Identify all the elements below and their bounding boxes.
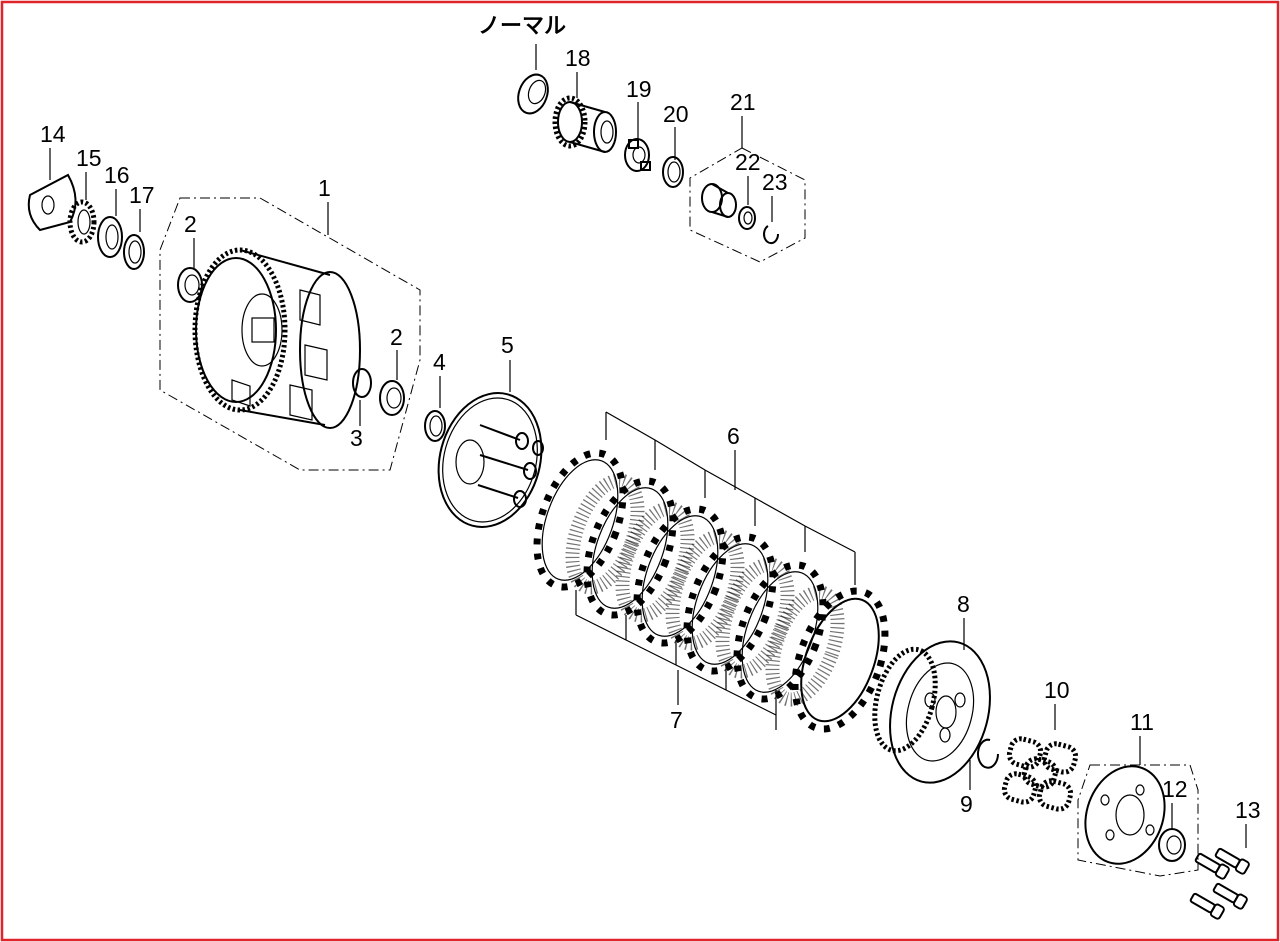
part-label-2b: 2 xyxy=(390,324,403,350)
part-label-10: 10 xyxy=(1044,677,1070,703)
part-label-14: 14 xyxy=(40,121,66,147)
part-18-gear xyxy=(552,95,617,153)
part-8-pressure-plate xyxy=(872,640,991,784)
part-1-clutch-housing xyxy=(192,247,361,429)
part-label-4: 4 xyxy=(433,349,446,375)
part-label-12: 12 xyxy=(1162,776,1188,802)
part-label-20: 20 xyxy=(663,101,689,127)
part-11-lifter-plate xyxy=(1084,765,1166,865)
part-label-21: 21 xyxy=(730,89,756,115)
part-9-circlip xyxy=(977,738,999,769)
part-3-collar xyxy=(352,368,372,398)
part-label-8: 8 xyxy=(957,591,970,617)
part-label-23: 23 xyxy=(762,169,788,195)
part-5-clutch-hub xyxy=(437,392,544,528)
part-22-collar xyxy=(738,206,756,230)
part-note-bearing xyxy=(517,73,549,115)
part-19-lock-washer xyxy=(624,138,651,172)
part-7-steel-plates xyxy=(565,473,845,707)
part-23-circlip xyxy=(763,225,780,245)
part-15-needle-bearing xyxy=(67,199,97,245)
part-label-18: 18 xyxy=(565,45,591,71)
part-21-assembly xyxy=(701,183,737,218)
part-label-3: 3 xyxy=(350,425,363,451)
part-label-16: 16 xyxy=(104,162,130,188)
part-label-22: 22 xyxy=(735,149,761,175)
part-20-washer xyxy=(662,156,684,188)
part-label-5: 5 xyxy=(501,332,514,358)
part-label-9: 9 xyxy=(960,791,973,817)
part-13-bolts xyxy=(1189,847,1250,920)
part-label-7: 7 xyxy=(670,707,683,733)
part-label-17: 17 xyxy=(129,182,155,208)
part-label-6: 6 xyxy=(727,423,740,449)
bracket-7 xyxy=(575,590,777,730)
part-16-washer xyxy=(97,216,123,258)
part-12-bearing xyxy=(1158,828,1186,862)
part-10-clutch-springs xyxy=(1001,736,1079,812)
part-label-13: 13 xyxy=(1235,797,1261,823)
part-label-2a: 2 xyxy=(184,211,197,237)
bracket-6 xyxy=(605,411,856,585)
part-label-15: 15 xyxy=(76,145,102,171)
part-label-1: 1 xyxy=(318,175,331,201)
part-2-bearing-b xyxy=(379,380,405,416)
part-6-friction-plates xyxy=(533,449,889,733)
part-label-19: 19 xyxy=(626,76,652,102)
part-label-11: 11 xyxy=(1130,709,1154,735)
part-2-bearing-a xyxy=(177,267,203,303)
part-17-washer xyxy=(123,234,145,270)
part-4-washer xyxy=(424,410,446,442)
normal-note-label: ノーマル xyxy=(478,14,566,39)
